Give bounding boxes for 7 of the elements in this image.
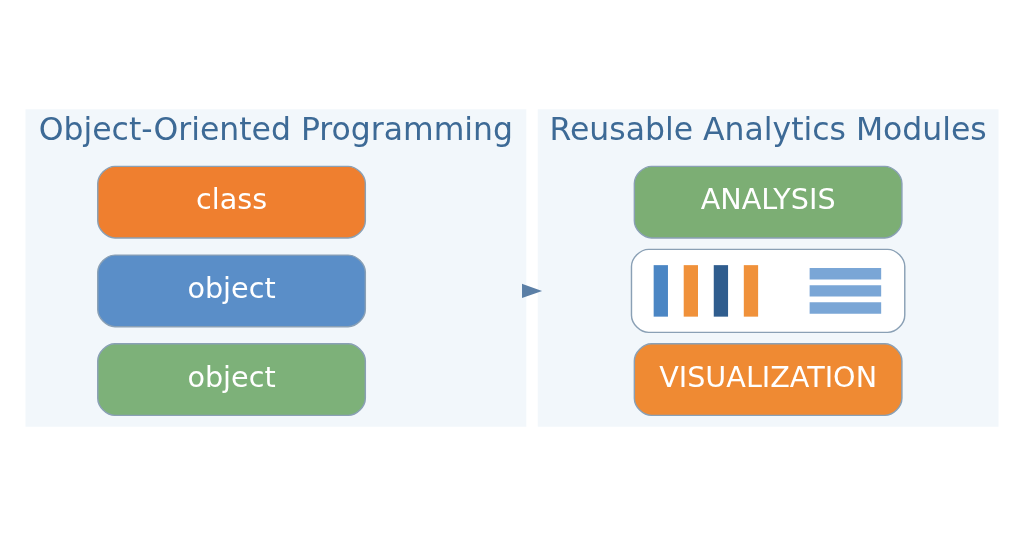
node-box: class bbox=[97, 165, 367, 239]
node-picture bbox=[630, 248, 906, 334]
node-box: VISUALIZATION bbox=[633, 343, 903, 417]
arrow bbox=[522, 283, 543, 298]
node-box: object bbox=[97, 254, 367, 328]
node-box: ANALYSIS bbox=[633, 165, 903, 239]
node-box: object bbox=[97, 343, 367, 417]
